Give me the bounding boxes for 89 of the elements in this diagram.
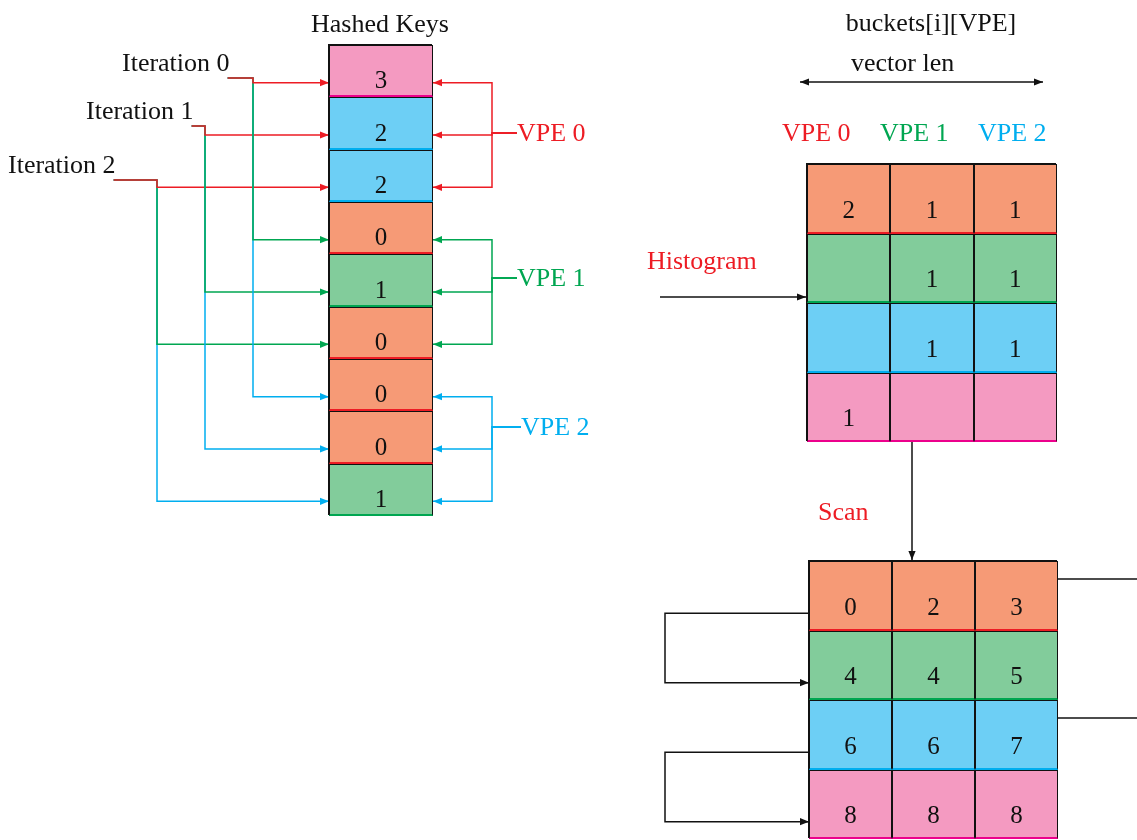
table-cell <box>890 372 974 442</box>
table-cell <box>807 233 891 303</box>
column-header: VPE 1 <box>880 118 949 148</box>
cell-value: 1 <box>1009 266 1022 294</box>
table-cell <box>890 303 974 373</box>
line <box>1057 717 1137 719</box>
cell-value: 7 <box>1010 732 1023 761</box>
cell-value: 1 <box>925 266 939 294</box>
arrow <box>664 612 810 687</box>
table-cell <box>973 372 1057 442</box>
arrow <box>226 77 330 87</box>
table-cell <box>807 303 891 373</box>
key-cell <box>329 306 433 359</box>
table-cell <box>892 630 975 700</box>
table-cell <box>892 561 975 631</box>
cell-value: 0 <box>374 381 388 410</box>
table-cell <box>973 164 1057 234</box>
cell-value: 2 <box>842 196 855 225</box>
table-cell <box>973 233 1057 303</box>
cell-value: 4 <box>844 663 857 691</box>
cell-value: 6 <box>844 732 857 761</box>
cell-value: 2 <box>374 172 388 200</box>
column-heading: Hashed Keys <box>311 9 449 39</box>
key-cell <box>329 463 433 516</box>
cell-value: 0 <box>374 328 388 357</box>
arrow <box>908 440 916 561</box>
cell-value: 1 <box>1009 196 1022 225</box>
key-cell <box>329 149 433 202</box>
table-cell <box>892 769 975 839</box>
table-cell <box>973 303 1057 373</box>
cell-value: 8 <box>1010 802 1023 830</box>
table-cell <box>807 164 891 234</box>
cell-value: 1 <box>842 405 855 433</box>
arrow <box>432 393 522 428</box>
cell-value: 1 <box>925 335 939 364</box>
vpe-label: VPE 1 <box>517 263 586 293</box>
table-cell <box>807 372 891 442</box>
arrow <box>112 179 330 191</box>
cell-value: 3 <box>374 67 388 96</box>
table-cell <box>809 700 892 770</box>
cell-value: 8 <box>927 802 940 830</box>
cell-value: 1 <box>925 196 939 225</box>
key-cell <box>329 45 433 98</box>
arrow <box>664 751 810 826</box>
edge-label: Histogram <box>647 246 757 276</box>
table-cell <box>975 630 1058 700</box>
table-cell <box>890 164 974 234</box>
cell-value: 0 <box>844 593 857 622</box>
edge-label: Scan <box>818 497 869 527</box>
vpe-label: VPE 2 <box>521 412 590 442</box>
cell-value: 2 <box>927 593 940 622</box>
cell-value: 5 <box>1010 663 1023 691</box>
vpe-label: VPE 0 <box>517 118 586 148</box>
cell-value: 3 <box>1010 593 1023 622</box>
key-cell <box>329 254 433 307</box>
column-heading: buckets[i][VPE] <box>845 8 1017 38</box>
dimension-label: vector len <box>851 48 955 78</box>
cell-value: 1 <box>374 485 388 514</box>
line <box>1057 578 1137 580</box>
key-cell <box>329 97 433 150</box>
table-cell <box>809 769 892 839</box>
table-cell <box>809 630 892 700</box>
prefix-sum-table <box>808 560 1057 838</box>
cell-value: 4 <box>927 663 940 691</box>
cell-value: 0 <box>374 224 388 253</box>
key-cell <box>329 202 433 255</box>
arrow <box>432 79 518 134</box>
cell-value: 6 <box>927 732 940 761</box>
column-header: VPE 2 <box>978 118 1047 148</box>
cell-value: 1 <box>1009 335 1022 364</box>
key-cell <box>329 358 433 412</box>
table-cell <box>975 769 1058 839</box>
cell-value: 1 <box>374 276 388 305</box>
arrow <box>659 293 807 301</box>
arrow <box>190 125 330 139</box>
table-cell <box>975 700 1058 770</box>
cell-value: 2 <box>374 119 388 148</box>
iteration-label: Iteration 0 <box>122 48 230 78</box>
arrow <box>432 236 518 279</box>
table-cell <box>809 561 892 631</box>
column-header: VPE 0 <box>782 118 851 148</box>
table-cell <box>890 233 974 303</box>
table-cell <box>975 561 1058 631</box>
iteration-label: Iteration 2 <box>8 150 116 180</box>
key-cell <box>329 411 433 464</box>
table-cell <box>892 700 975 770</box>
cell-value: 8 <box>844 802 857 830</box>
cell-value: 0 <box>374 433 388 462</box>
iteration-label: Iteration 1 <box>86 96 194 126</box>
